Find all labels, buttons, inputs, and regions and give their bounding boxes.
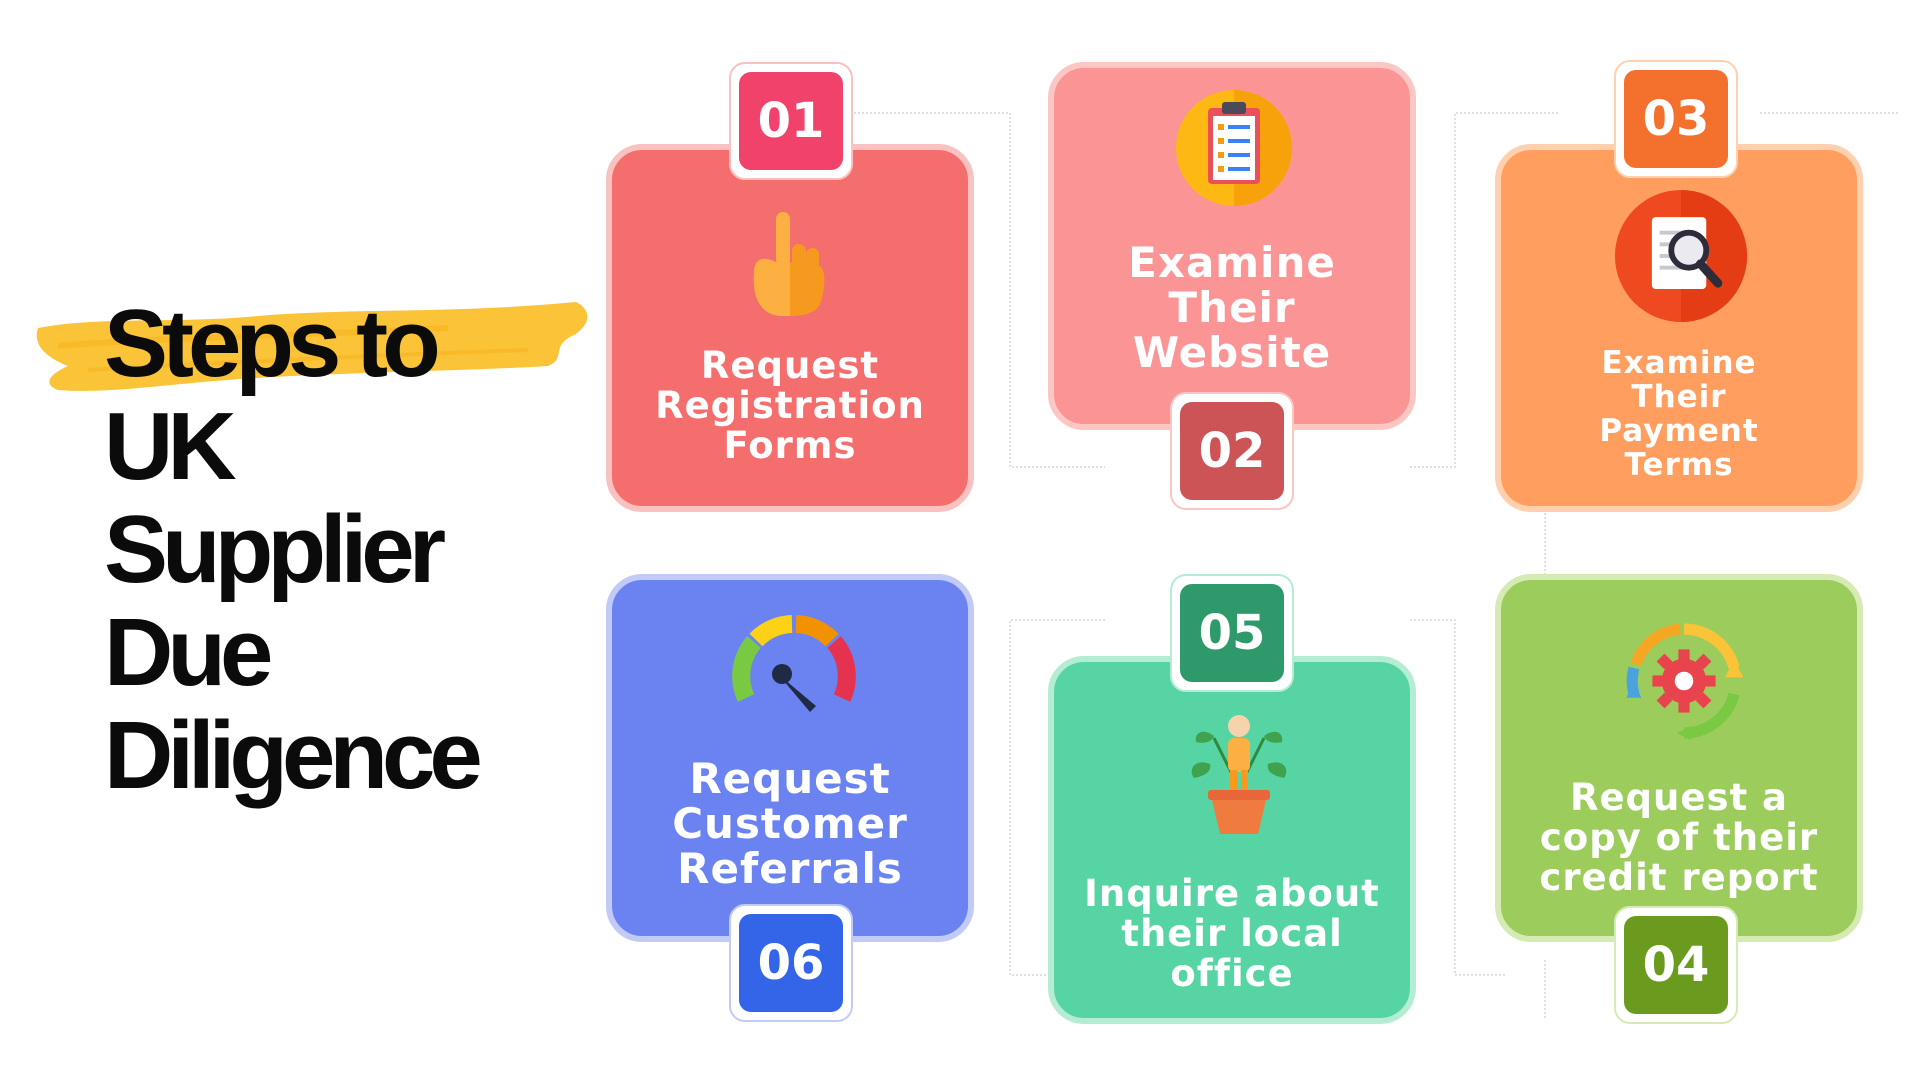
step-badge-05: 05: [1170, 574, 1294, 692]
step-card-06: Request Customer Referrals: [606, 574, 974, 942]
step-badge-01: 01: [729, 62, 853, 180]
step-label-06: Request Customer Referrals: [672, 754, 908, 893]
page-title: Steps to UK Supplier Due Diligence: [104, 290, 483, 809]
step-card-01: Request Registration Forms: [606, 144, 974, 512]
step-number-06: 06: [739, 914, 843, 1012]
step-badge-02: 02: [1170, 392, 1294, 510]
document-search-icon: [1614, 189, 1748, 323]
step-badge-06: 06: [729, 904, 853, 1022]
step-number-03: 03: [1624, 70, 1728, 168]
step-label-04: Request a copy of their credit report: [1539, 776, 1819, 899]
step-number-02: 02: [1180, 402, 1284, 500]
step-number-04: 04: [1624, 916, 1728, 1014]
step-label-05: Inquire about their local office: [1084, 872, 1380, 995]
step-label-02: Examine Their Website: [1128, 238, 1336, 377]
step-card-04: Request a copy of their credit report: [1495, 574, 1863, 942]
step-label-01: Request Registration Forms: [655, 344, 925, 467]
title-line-3: Supplier: [104, 496, 446, 603]
step-card-02: Examine Their Website: [1048, 62, 1416, 430]
title-block: Steps to UK Supplier Due Diligence: [20, 280, 600, 820]
step-card-03: Examine Their Payment Terms: [1495, 144, 1863, 512]
title-line-1: Steps to: [104, 290, 441, 397]
gauge-meter-icon: [732, 615, 856, 712]
title-line-4: Due: [104, 599, 273, 706]
step-card-05: Inquire about their local office: [1048, 656, 1416, 1024]
highlight-brush-stroke: [36, 302, 588, 391]
step-badge-04: 04: [1614, 906, 1738, 1024]
step-number-01: 01: [739, 72, 843, 170]
clipboard-checklist-icon: [1176, 90, 1292, 206]
title-line-5: Diligence: [104, 702, 483, 809]
step-badge-03: 03: [1614, 60, 1738, 178]
pointing-hand-icon: [753, 212, 825, 316]
gear-cycle-icon: [1626, 623, 1744, 741]
title-line-2: UK: [104, 393, 237, 500]
step-number-05: 05: [1180, 584, 1284, 682]
step-label-03: Examine Their Payment Terms: [1599, 345, 1759, 483]
person-plant-icon: [1191, 715, 1287, 834]
